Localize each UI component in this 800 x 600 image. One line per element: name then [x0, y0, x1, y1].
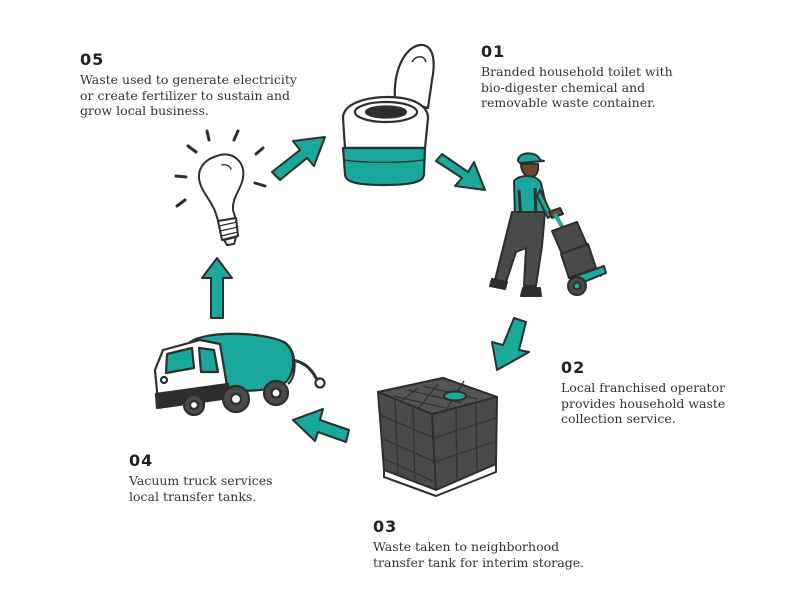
operator-icon	[490, 153, 606, 296]
arrow-04-to-05	[202, 258, 232, 318]
step-02: 02 Local franchised operator provides ho…	[561, 358, 725, 427]
step-05-text: Waste used to generate electricity or cr…	[80, 72, 297, 119]
step-04: 04 Vacuum truck services local transfer …	[129, 451, 273, 504]
step-03-number: 03	[373, 517, 584, 536]
lightbulb-icon	[176, 131, 265, 245]
arrow-02-to-03	[492, 318, 529, 370]
step-01-number: 01	[481, 42, 673, 61]
step-01-text: Branded household toilet with bio-digest…	[481, 64, 673, 111]
arrow-05-to-01	[272, 137, 325, 180]
toilet-icon	[343, 45, 434, 185]
vacuum-truck-icon	[155, 334, 325, 415]
arrow-03-to-04	[293, 409, 349, 442]
step-02-text: Local franchised operator provides house…	[561, 380, 725, 427]
step-03: 03 Waste taken to neighborhood transfer …	[373, 517, 584, 570]
step-02-number: 02	[561, 358, 725, 377]
transfer-tank-icon	[378, 378, 497, 496]
step-01: 01 Branded household toilet with bio-dig…	[481, 42, 673, 111]
step-05: 05 Waste used to generate electricity or…	[80, 50, 297, 119]
step-05-number: 05	[80, 50, 297, 69]
step-04-text: Vacuum truck services local transfer tan…	[129, 473, 273, 504]
step-04-number: 04	[129, 451, 273, 470]
arrow-01-to-02	[436, 154, 485, 190]
step-03-text: Waste taken to neighborhood transfer tan…	[373, 539, 584, 570]
